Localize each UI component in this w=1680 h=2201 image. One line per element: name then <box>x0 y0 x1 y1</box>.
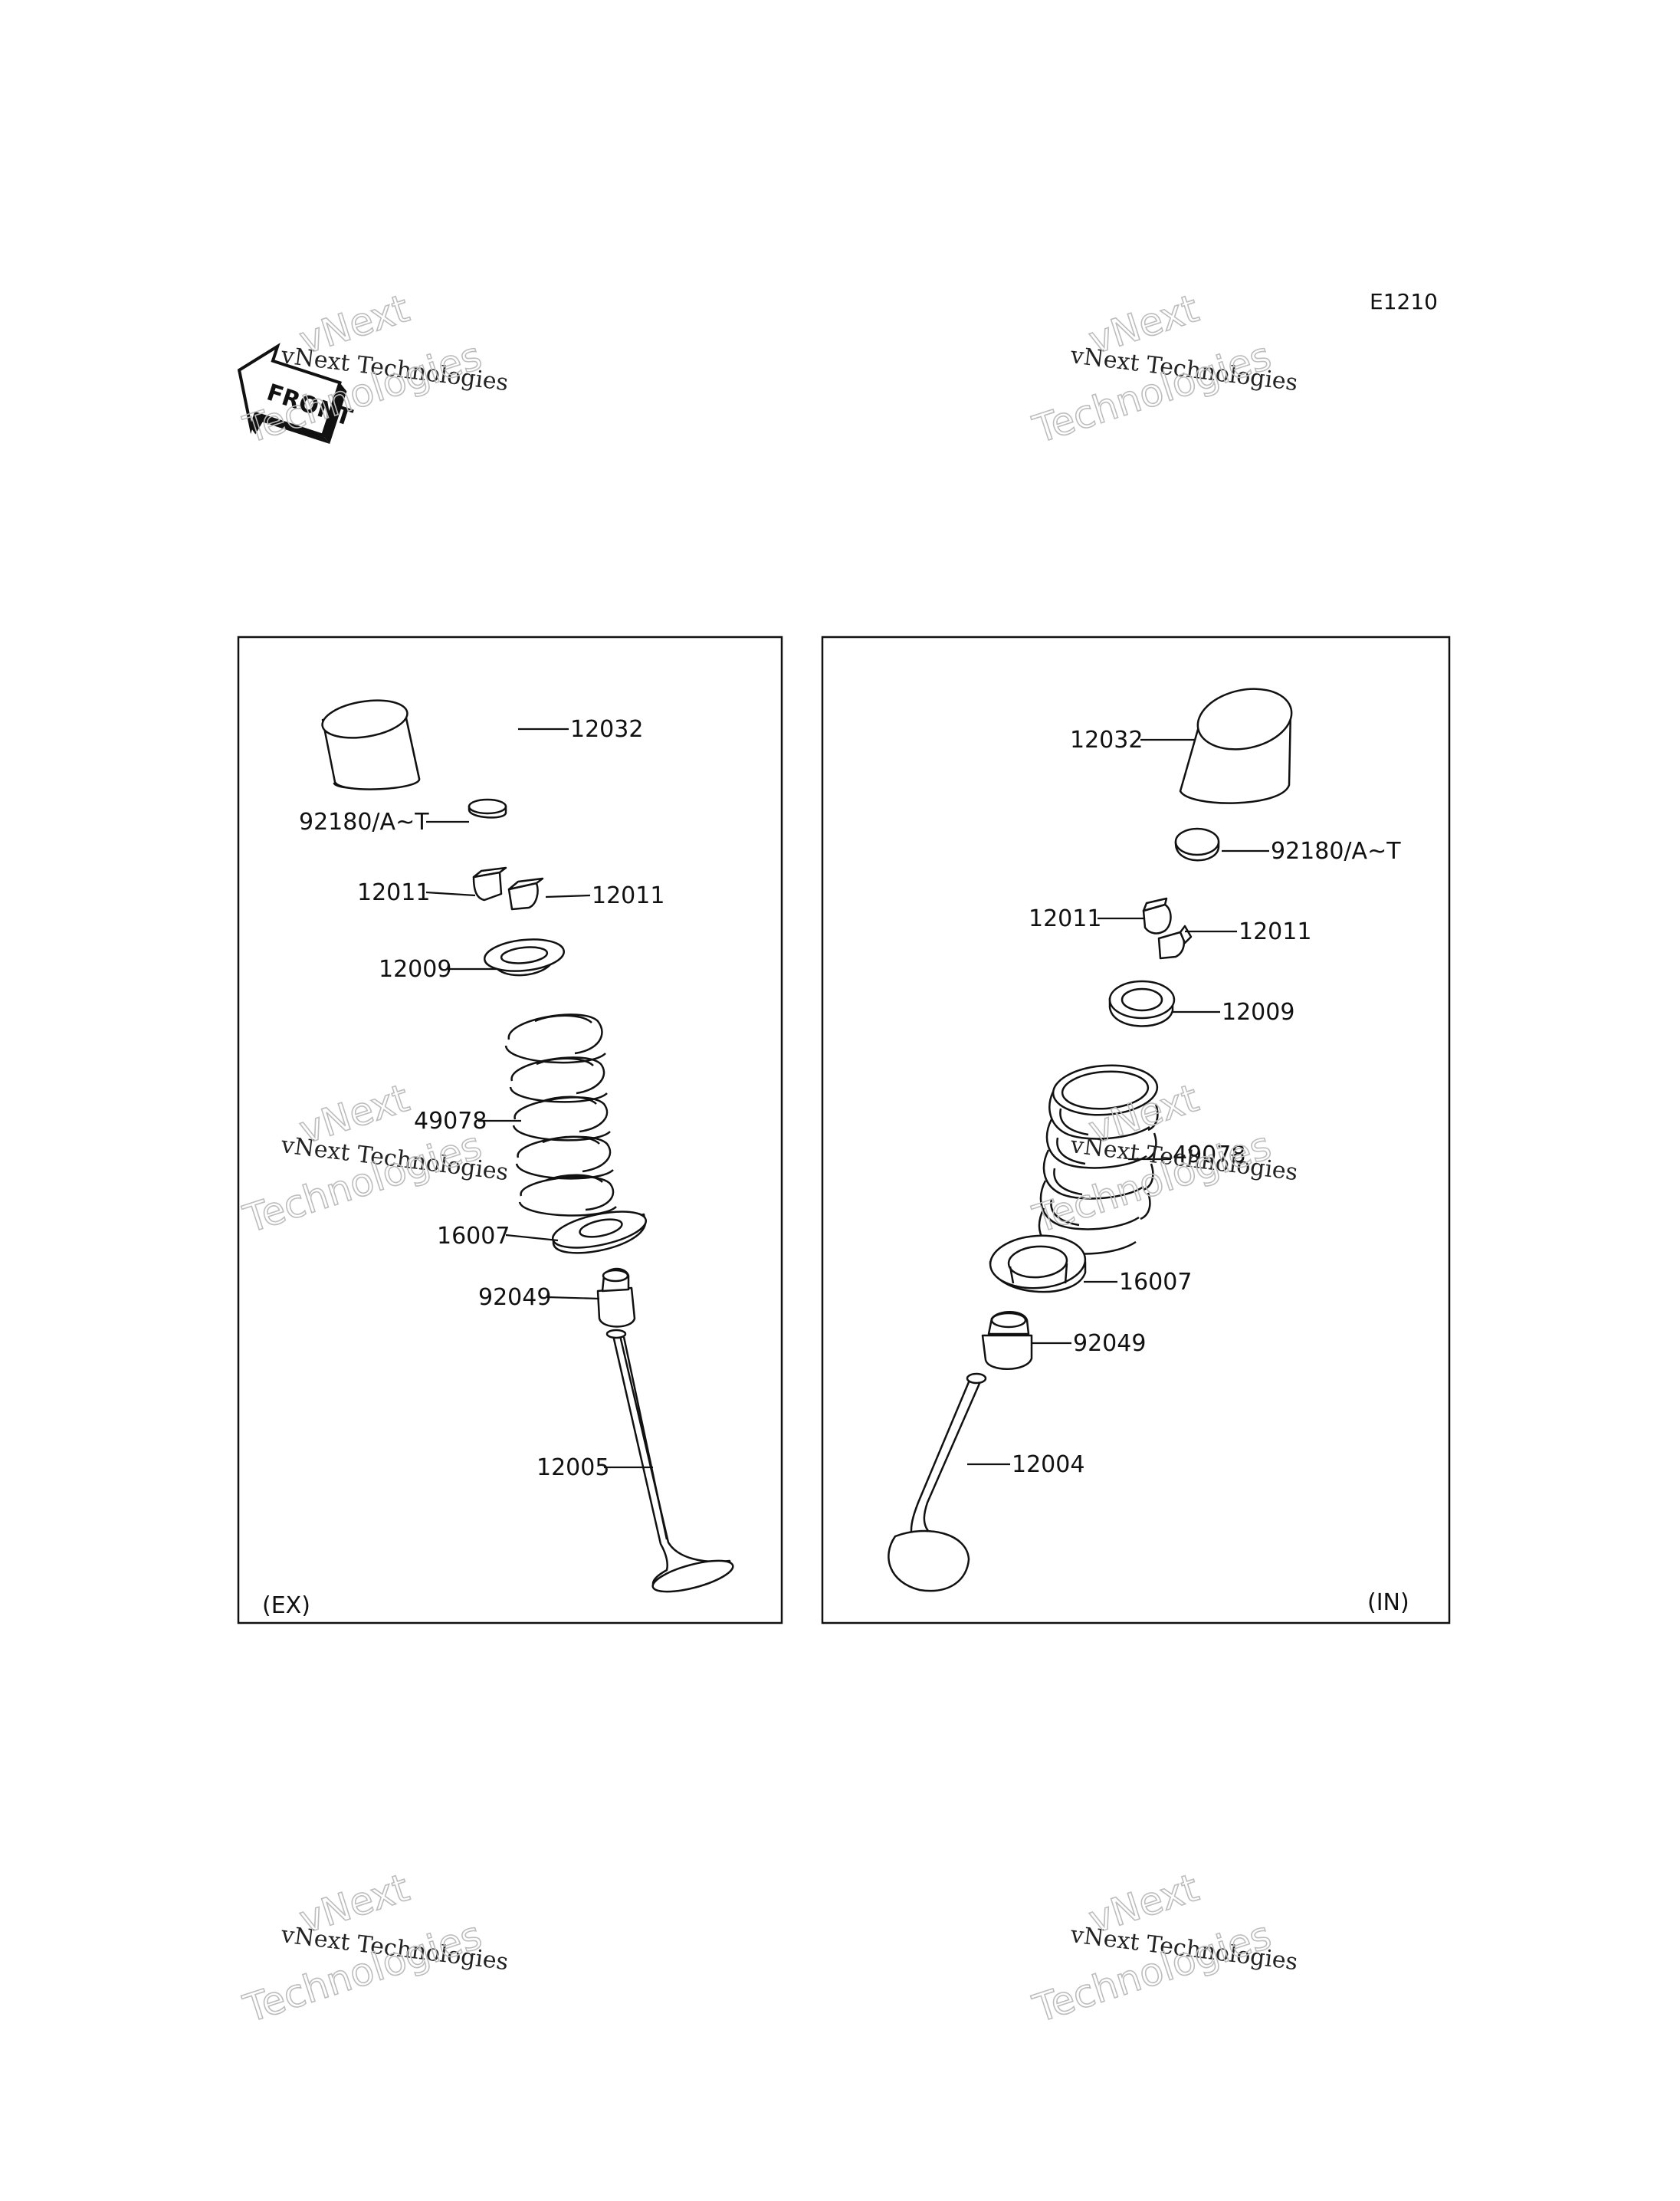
in-label-valve: 12004 <box>1012 1451 1084 1478</box>
ex-label-shim: 92180/A~T <box>299 809 429 836</box>
ex-stem-seal <box>596 1267 636 1328</box>
ex-panel-tag: (EX) <box>262 1592 310 1619</box>
ex-label-retainer: 12009 <box>379 956 451 983</box>
ex-label-keeper-right: 12011 <box>592 882 664 909</box>
in-valve-lifter <box>1179 688 1293 804</box>
in-valve-keepers <box>1142 897 1193 960</box>
in-label-seal: 92049 <box>1073 1330 1146 1357</box>
in-label-bucket: 12032 <box>1070 727 1143 754</box>
in-label-keeper-right: 12011 <box>1239 918 1311 945</box>
watermark-bottom-right: vNext Technologies vNext Technologies <box>1027 1864 1299 2032</box>
in-label-seat: 16007 <box>1119 1269 1192 1296</box>
ex-shim <box>468 798 507 819</box>
watermark-top-right: vNext Technologies vNext Technologies <box>1027 285 1299 452</box>
watermark-bottom-left: vNext Technologies vNext Technologies <box>238 1864 510 2032</box>
ex-label-keeper-left: 12011 <box>357 879 430 906</box>
watermark-mid-left: vNext Technologies vNext Technologies <box>238 1075 510 1242</box>
in-label-keeper-left: 12011 <box>1029 905 1101 932</box>
ex-label-spring: 49078 <box>414 1108 487 1135</box>
in-valve-spring <box>1038 1064 1159 1255</box>
in-panel-tag: (IN) <box>1367 1589 1409 1616</box>
ex-valve-keepers <box>472 866 544 911</box>
ex-spring-retainer <box>483 938 566 977</box>
in-valve <box>888 1372 987 1592</box>
in-label-shim: 92180/A~T <box>1271 838 1401 865</box>
diagram-ref: E1210 <box>1370 289 1438 314</box>
ex-spring-seat <box>551 1211 648 1254</box>
ex-panel: 12032 92180/A~T 12011 12011 12009 49078 … <box>262 699 734 1619</box>
ex-panel-frame <box>237 636 783 1624</box>
in-label-retainer: 12009 <box>1222 999 1294 1026</box>
ex-valve-spring <box>504 1013 617 1217</box>
in-label-spring: 49078 <box>1173 1142 1245 1168</box>
in-panel-frame <box>821 636 1451 1624</box>
ex-label-bucket: 12032 <box>570 716 643 743</box>
ex-valve-lifter <box>321 699 421 790</box>
in-stem-seal <box>981 1311 1033 1370</box>
in-panel: 12032 92180/A~T 12011 12011 12009 49078 … <box>888 688 1409 1616</box>
front-arrow-icon: FRONT <box>237 343 356 444</box>
ex-label-seat: 16007 <box>437 1223 510 1250</box>
in-shim <box>1174 827 1220 862</box>
in-spring-seat <box>989 1234 1087 1293</box>
ex-label-seal: 92049 <box>478 1284 551 1311</box>
ex-label-valve: 12005 <box>536 1454 609 1481</box>
in-spring-retainer <box>1108 980 1176 1027</box>
ex-valve <box>605 1329 734 1593</box>
